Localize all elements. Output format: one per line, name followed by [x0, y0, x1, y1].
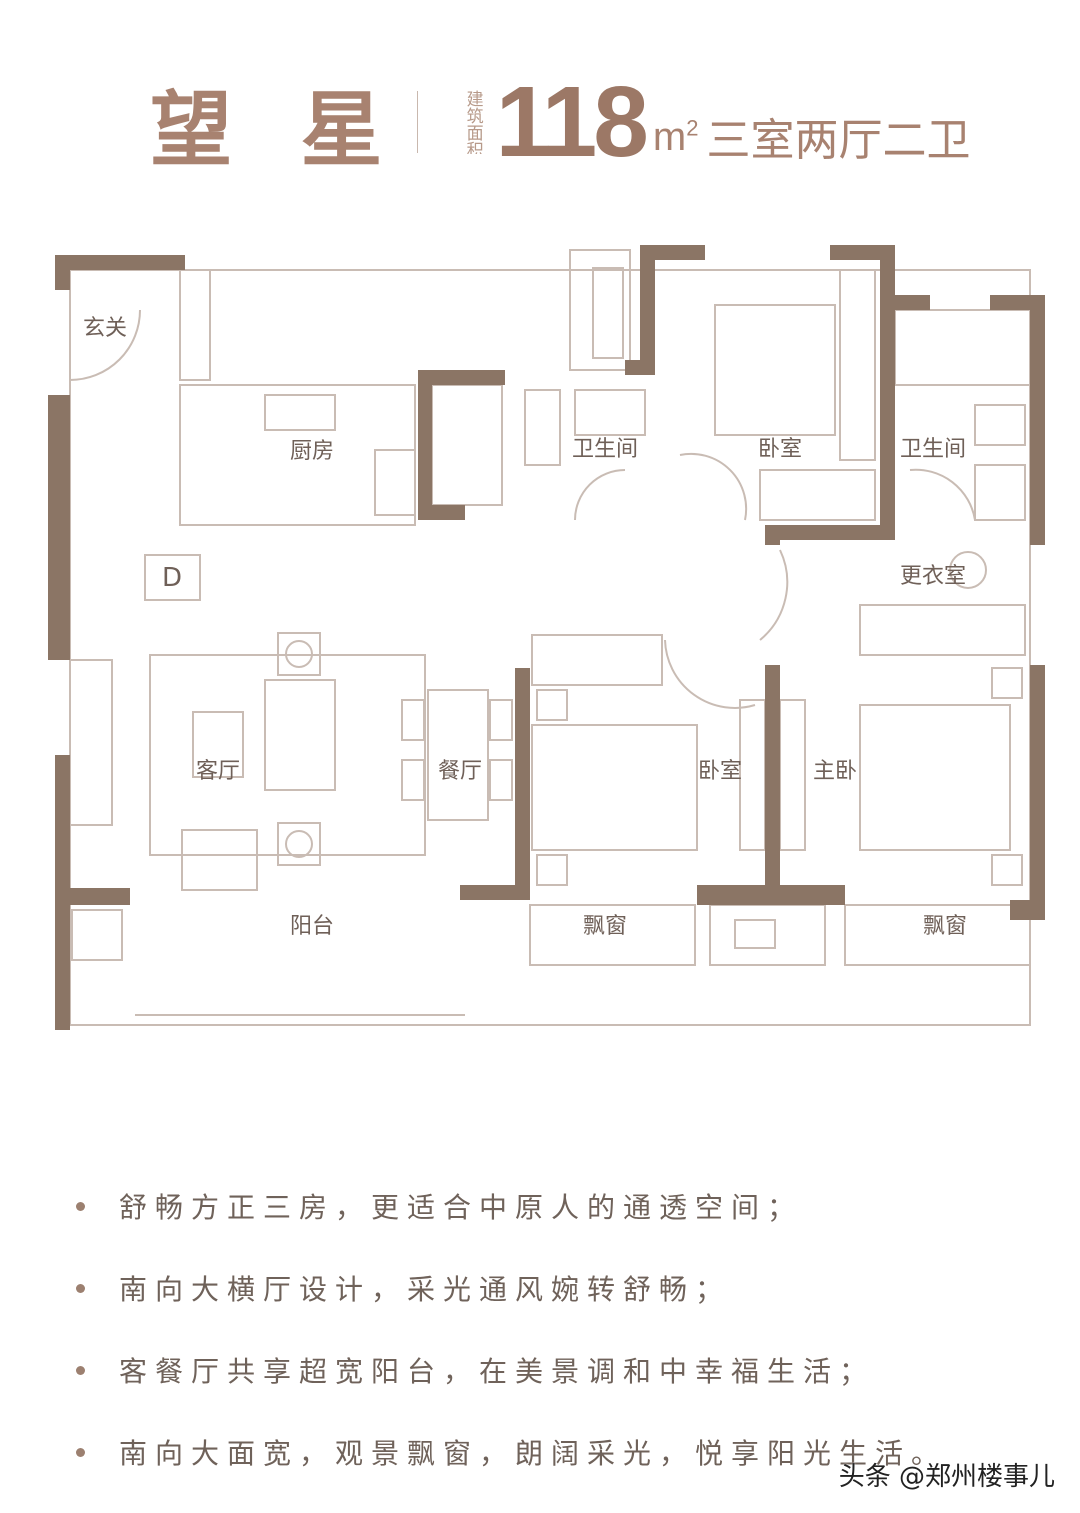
- thin-lines: [69, 249, 1031, 1026]
- room-label-closet: 更衣室: [900, 564, 966, 589]
- room-label-dining: 餐厅: [438, 759, 482, 784]
- unit-mark: D: [162, 563, 182, 593]
- room-label-entrance: 玄关: [83, 316, 127, 341]
- unit-name: 望 星: [150, 82, 403, 178]
- room-label-bay1: 飘窗: [583, 914, 627, 939]
- feature-item: 客餐厅共享超宽阳台，在美景调和中幸福生活；: [70, 1329, 1050, 1411]
- room-label-living: 客厅: [196, 759, 240, 784]
- bullet-icon: [76, 1447, 85, 1457]
- feature-item: 南向大面宽，观景飘窗，朗阔采光，悦享阳光生活。: [70, 1411, 1050, 1493]
- room-label-bedroom2: 卧室: [698, 759, 742, 784]
- watermark: 头条 @郑州楼事儿: [838, 1462, 1055, 1492]
- divider: [416, 91, 418, 153]
- bullet-icon: [76, 1283, 85, 1293]
- room-label-master: 主卧: [813, 759, 857, 784]
- feature-item: 舒畅方正三房，更适合中原人的通透空间；: [70, 1165, 1050, 1247]
- layout-type: 三室两厅二卫: [706, 115, 971, 166]
- area-unit: m2: [652, 114, 699, 159]
- header: 望 星 建筑面积约 118 m2 三室两厅二卫: [150, 62, 970, 182]
- feature-item: 南向大横厅设计，采光通风婉转舒畅；: [70, 1247, 1050, 1329]
- walls: [48, 245, 1045, 1030]
- room-label-balcony: 阳台: [290, 914, 334, 939]
- bullet-icon: [76, 1365, 85, 1375]
- room-labels: 玄关 厨房 卫生间 卧室 卫生间 D 更衣室 客厅 餐厅 卧室 主卧 阳台 飘窗…: [83, 316, 967, 939]
- room-label-bedroom1: 卧室: [758, 437, 802, 462]
- room-label-bay2: 飘窗: [923, 914, 967, 939]
- area-value: 118: [495, 65, 649, 178]
- room-label-bath1: 卫生间: [572, 437, 638, 462]
- room-label-kitchen: 厨房: [290, 439, 334, 464]
- area-label: 建筑面积约: [462, 90, 483, 154]
- feature-list: 舒畅方正三房，更适合中原人的通透空间； 南向大横厅设计，采光通风婉转舒畅； 客餐…: [70, 1165, 1050, 1493]
- room-label-bath2: 卫生间: [900, 437, 966, 462]
- bullet-icon: [76, 1201, 85, 1211]
